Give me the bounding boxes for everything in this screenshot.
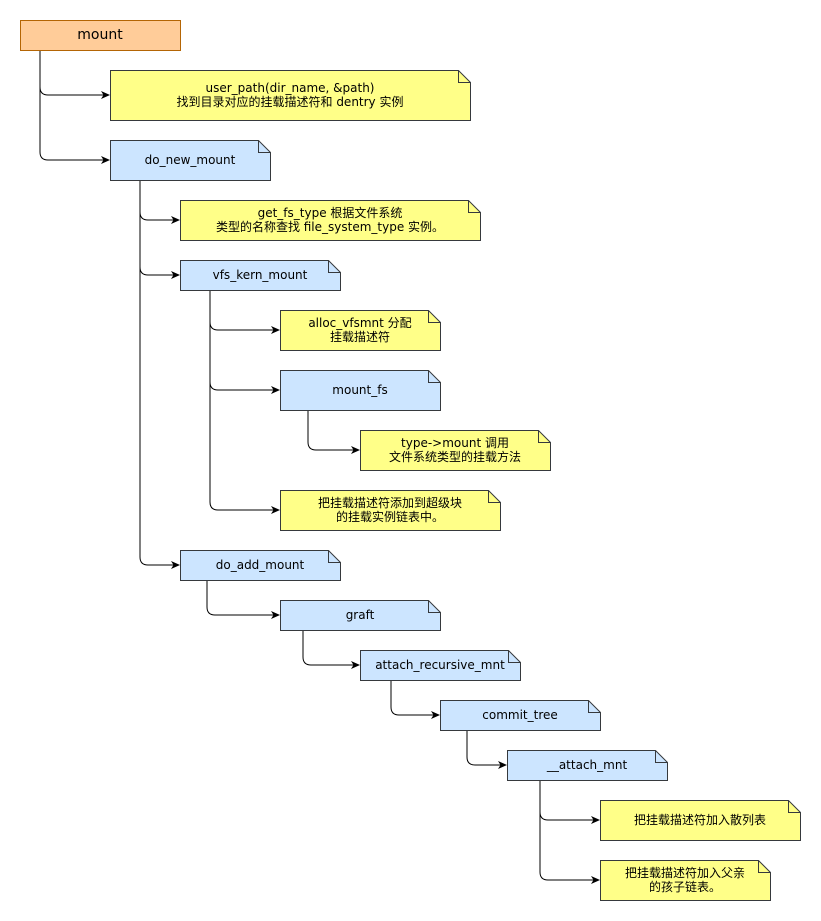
node-label-line: 文件系统类型的挂载方法 [389, 449, 521, 464]
edge-graft-to-attach_recursive_mnt [302, 630, 360, 669]
node-shape [110, 70, 471, 121]
edge-do_new_mount-to-vfs_kern_mount [139, 180, 180, 279]
node-shape [600, 860, 771, 901]
node-shape [280, 370, 441, 411]
node-shape [507, 750, 668, 781]
node-shape [280, 600, 441, 631]
node-commit-tree: commit_tree [440, 700, 601, 731]
node-shape [360, 650, 521, 681]
node-label-line: attach_recursive_mnt [375, 658, 505, 672]
node-label-line: commit_tree [482, 708, 558, 722]
folded-corner [458, 70, 471, 83]
node-shape [280, 490, 501, 531]
folded-corner [328, 260, 341, 273]
node-shape [20, 20, 181, 51]
nodes-layer: mount user_path(dir_name, &path)找到目录对应的挂载… [20, 20, 801, 901]
node-shape [180, 550, 341, 581]
node-attach-recursive-mnt: attach_recursive_mnt [360, 650, 521, 681]
node-user-path: user_path(dir_name, &path)找到目录对应的挂载描述符和 … [110, 70, 471, 121]
node-label-line: do_new_mount [145, 153, 236, 167]
edge-mount_fs-to-type_mount [307, 410, 360, 454]
node-shape [110, 140, 271, 181]
edges-layer [39, 50, 600, 884]
node-do-new-mount: do_new_mount [110, 140, 271, 181]
node-shape [180, 260, 341, 291]
node-label-line: type->mount 调用 [401, 436, 509, 450]
edge-attach_mnt-to-add_hash [539, 780, 600, 824]
node-shape [180, 200, 481, 241]
node-mount: mount [20, 20, 181, 51]
folded-corner [328, 550, 341, 563]
edge-do_add_mount-to-graft [206, 580, 280, 619]
node-label-line: alloc_vfsmnt 分配 [308, 316, 411, 330]
edge-vfs_kern_mount-to-mount_fs [209, 290, 280, 394]
edge-vfs_kern_mount-to-add_to_sb [209, 290, 280, 514]
node-shape [440, 700, 601, 731]
node-label-line: __attach_mnt [546, 758, 628, 772]
folded-corner [428, 310, 441, 323]
edge-attach_recursive_mnt-to-commit_tree [390, 680, 440, 719]
node-label-line: mount_fs [332, 383, 387, 397]
folded-corner [588, 700, 601, 713]
edge-commit_tree-to-attach_mnt [466, 730, 507, 769]
folded-corner [538, 430, 551, 443]
node-label-line: mount [77, 27, 123, 43]
folded-corner [655, 750, 668, 763]
node-shape [280, 310, 441, 351]
edge-attach_mnt-to-add_children [539, 780, 600, 884]
folded-corner [758, 860, 771, 873]
node-label-line: get_fs_type 根据文件系统 [258, 205, 403, 220]
node-label-line: graft [346, 608, 375, 622]
edge-mount-to-user_path [39, 50, 110, 99]
node-do-add-mount: do_add_mount [180, 550, 341, 581]
folded-corner [468, 200, 481, 213]
edge-do_new_mount-to-do_add_mount [139, 180, 180, 569]
node-label-line: do_add_mount [216, 558, 305, 572]
folded-corner [428, 370, 441, 383]
node-label-line: user_path(dir_name, &path) [205, 81, 374, 95]
node-add-hash: 把挂载描述符加入散列表 [600, 800, 801, 841]
edge-mount-to-do_new_mount [39, 50, 110, 164]
node-label-line: vfs_kern_mount [213, 268, 308, 282]
node-label-line: 把挂载描述符加入散列表 [634, 812, 766, 827]
node-attach-mnt: __attach_mnt [507, 750, 668, 781]
folded-corner [258, 140, 271, 153]
node-vfs-kern-mount: vfs_kern_mount [180, 260, 341, 291]
node-shape [360, 430, 551, 471]
node-label-line: 类型的名称查找 file_system_type 实例。 [216, 219, 444, 234]
node-graft: graft [280, 600, 441, 631]
node-label-line: 的挂载实例链表中。 [336, 509, 444, 524]
folded-corner [788, 800, 801, 813]
folded-corner [488, 490, 501, 503]
node-label-line: 把挂载描述符添加到超级块 [318, 495, 462, 510]
folded-corner [428, 600, 441, 613]
folded-corner [508, 650, 521, 663]
node-mount-fs: mount_fs [280, 370, 441, 411]
node-shape [600, 800, 801, 841]
node-label-line: 找到目录对应的挂载描述符和 dentry 实例 [177, 94, 404, 109]
node-label-line: 的孩子链表。 [649, 879, 721, 894]
edge-vfs_kern_mount-to-alloc_vfsmnt [209, 290, 280, 334]
node-label-line: 挂载描述符 [330, 329, 390, 344]
node-label-line: 把挂载描述符加入父亲 [625, 865, 745, 880]
edge-do_new_mount-to-get_fs_type [139, 180, 180, 224]
